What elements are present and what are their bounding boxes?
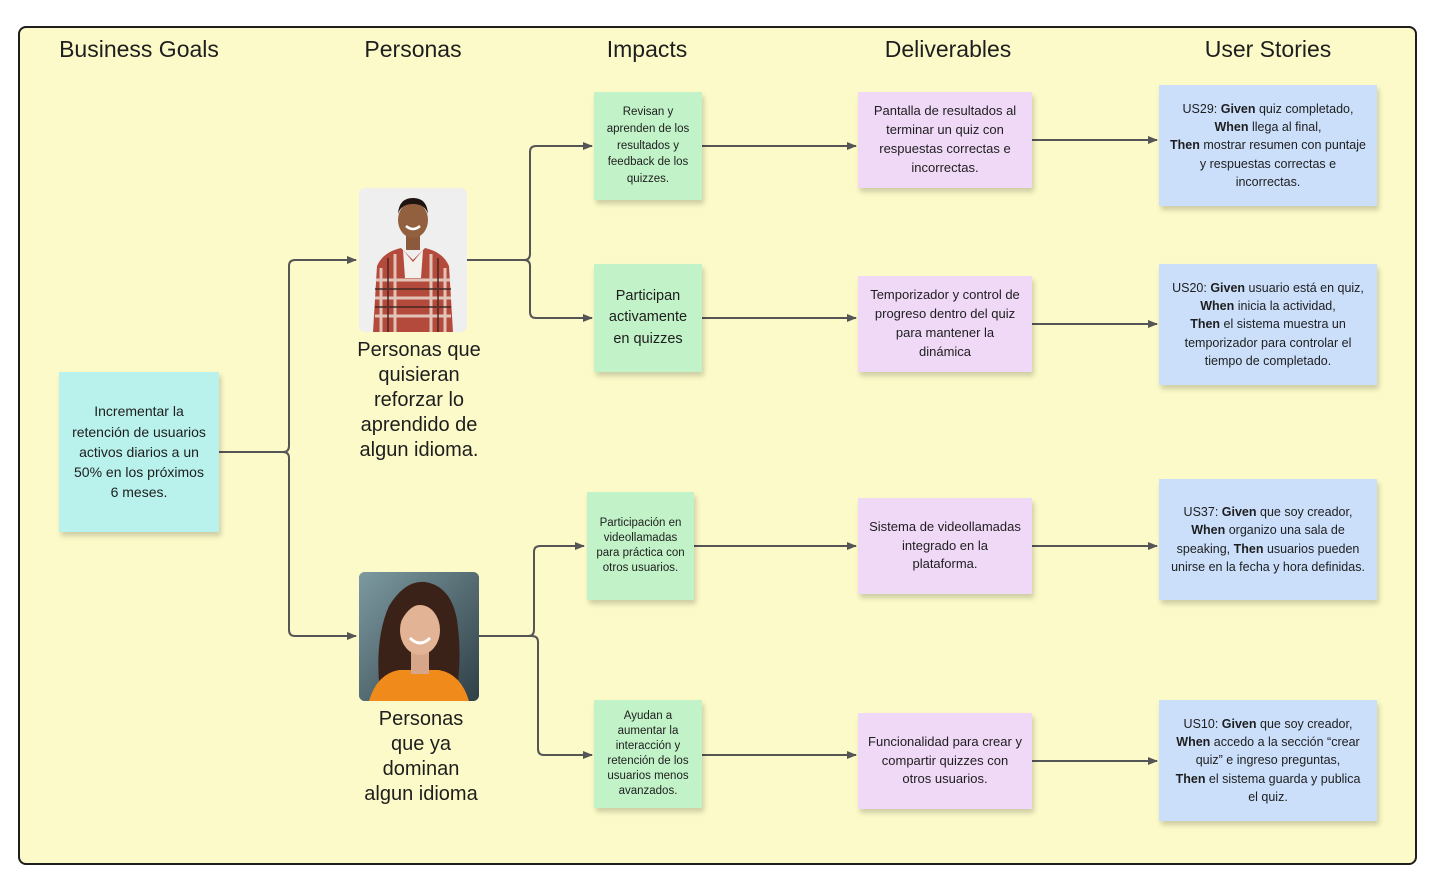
connector-persona-2-to-impact-3 [479, 542, 585, 637]
story-text: US20: Given usuario está en quiz, When i… [1171, 279, 1365, 370]
story-id: US29: [1182, 102, 1218, 117]
goal-note[interactable]: Incrementar la retención de usuarios act… [59, 372, 219, 532]
story-given: quiz completado, [1255, 102, 1354, 117]
when-keyword: When [1200, 299, 1235, 314]
impact-text: Revisan y aprenden de los resultados y f… [606, 106, 690, 185]
when-keyword: When [1214, 120, 1249, 135]
story-then: el sistema guarda y publica el quiz. [1205, 771, 1361, 804]
story-note-3[interactable]: US37: Given que soy creador, When organi… [1159, 479, 1377, 600]
impact-text: Participan activamente en quizzes [608, 288, 688, 347]
column-title-personas: Personas [364, 36, 462, 62]
persona-2-avatar[interactable] [359, 572, 479, 701]
given-keyword: Given [1221, 717, 1257, 732]
impact-note-2[interactable]: Participan activamente en quizzes [594, 264, 702, 372]
persona-2-label: Personas que ya dominan algun idioma [364, 708, 478, 805]
then-keyword: Then [1190, 317, 1221, 332]
story-then: el sistema muestra un temporizador para … [1184, 317, 1352, 368]
given-keyword: Given [1220, 102, 1256, 117]
story-given: que soy creador, [1256, 505, 1353, 520]
impact-text: Ayudan a aumentar la interacción y reten… [607, 710, 689, 797]
story-then: usuarios pueden unirse en la fecha y hor… [1171, 541, 1365, 574]
impact-note-4[interactable]: Ayudan a aumentar la interacción y reten… [594, 700, 702, 808]
deliverable-note-2[interactable]: Temporizador y control de progreso dentr… [858, 276, 1032, 372]
then-keyword: Then [1170, 138, 1200, 153]
deliverable-text: Funcionalidad para crear y compartir qui… [868, 733, 1022, 787]
story-text: US10: Given que soy creador, When accedo… [1171, 715, 1365, 806]
persona-1-label: Personas que quisieran reforzar lo apren… [357, 339, 481, 461]
deliverable-text: Pantalla de resultados al terminar un qu… [873, 103, 1017, 175]
column-title-deliverables: Deliverables [884, 36, 1012, 62]
deliverable-text: Sistema de videollamadas integrado en la… [869, 518, 1021, 572]
when-keyword: When [1176, 735, 1211, 750]
then-keyword: Then [1175, 771, 1206, 786]
story-given: que soy creador, [1256, 717, 1353, 732]
persona-1-avatar[interactable] [359, 188, 467, 332]
story-id: US37: [1183, 505, 1219, 520]
connector-persona-2-to-impact-4 [479, 635, 593, 759]
column-title-user-stories: User Stories [1204, 36, 1332, 62]
story-text: US29: Given quiz completado, When llega … [1169, 100, 1367, 191]
deliverable-note-3[interactable]: Sistema de videollamadas integrado en la… [858, 498, 1032, 594]
column-title-business-goals: Business Goals [59, 36, 219, 62]
story-when: organizo una sala de speaking, [1176, 523, 1345, 556]
story-id: US10: [1183, 717, 1219, 732]
then-keyword: Then [1233, 541, 1264, 556]
deliverable-text: Temporizador y control de progreso dentr… [870, 287, 1020, 359]
impact-note-3[interactable]: Participación en videollamadas para prác… [587, 492, 694, 600]
goal-text: Incrementar la retención de usuarios act… [72, 403, 206, 501]
deliverable-note-4[interactable]: Funcionalidad para crear y compartir qui… [858, 713, 1032, 809]
story-note-1[interactable]: US29: Given quiz completado, When llega … [1159, 85, 1377, 206]
connector-persona-1-to-impact-1 [467, 142, 593, 261]
story-id: US20: [1172, 281, 1207, 296]
story-when: llega al final, [1248, 120, 1322, 135]
connector-persona-1-to-impact-2 [467, 259, 593, 322]
connector-goal-to-persona-2 [219, 451, 357, 640]
story-text: US37: Given que soy creador, When organi… [1169, 503, 1367, 576]
story-note-2[interactable]: US20: Given usuario está en quiz, When i… [1159, 264, 1377, 385]
connector-goal-to-persona-1 [219, 256, 357, 453]
impact-note-1[interactable]: Revisan y aprenden de los resultados y f… [594, 92, 702, 200]
deliverable-note-1[interactable]: Pantalla de resultados al terminar un qu… [858, 92, 1032, 188]
given-keyword: Given [1221, 505, 1257, 520]
story-given: usuario está en quiz, [1245, 281, 1364, 296]
when-keyword: When [1191, 523, 1226, 538]
story-note-4[interactable]: US10: Given que soy creador, When accedo… [1159, 700, 1377, 821]
impact-text: Participación en videollamadas para prác… [596, 517, 685, 574]
story-when: accedo a la sección “crear quiz” e ingre… [1195, 735, 1360, 768]
given-keyword: Given [1210, 281, 1246, 296]
story-then: mostrar resumen con puntaje y respuestas… [1199, 138, 1366, 189]
column-title-impacts: Impacts [606, 36, 688, 62]
story-when: inicia la actividad, [1234, 299, 1336, 314]
